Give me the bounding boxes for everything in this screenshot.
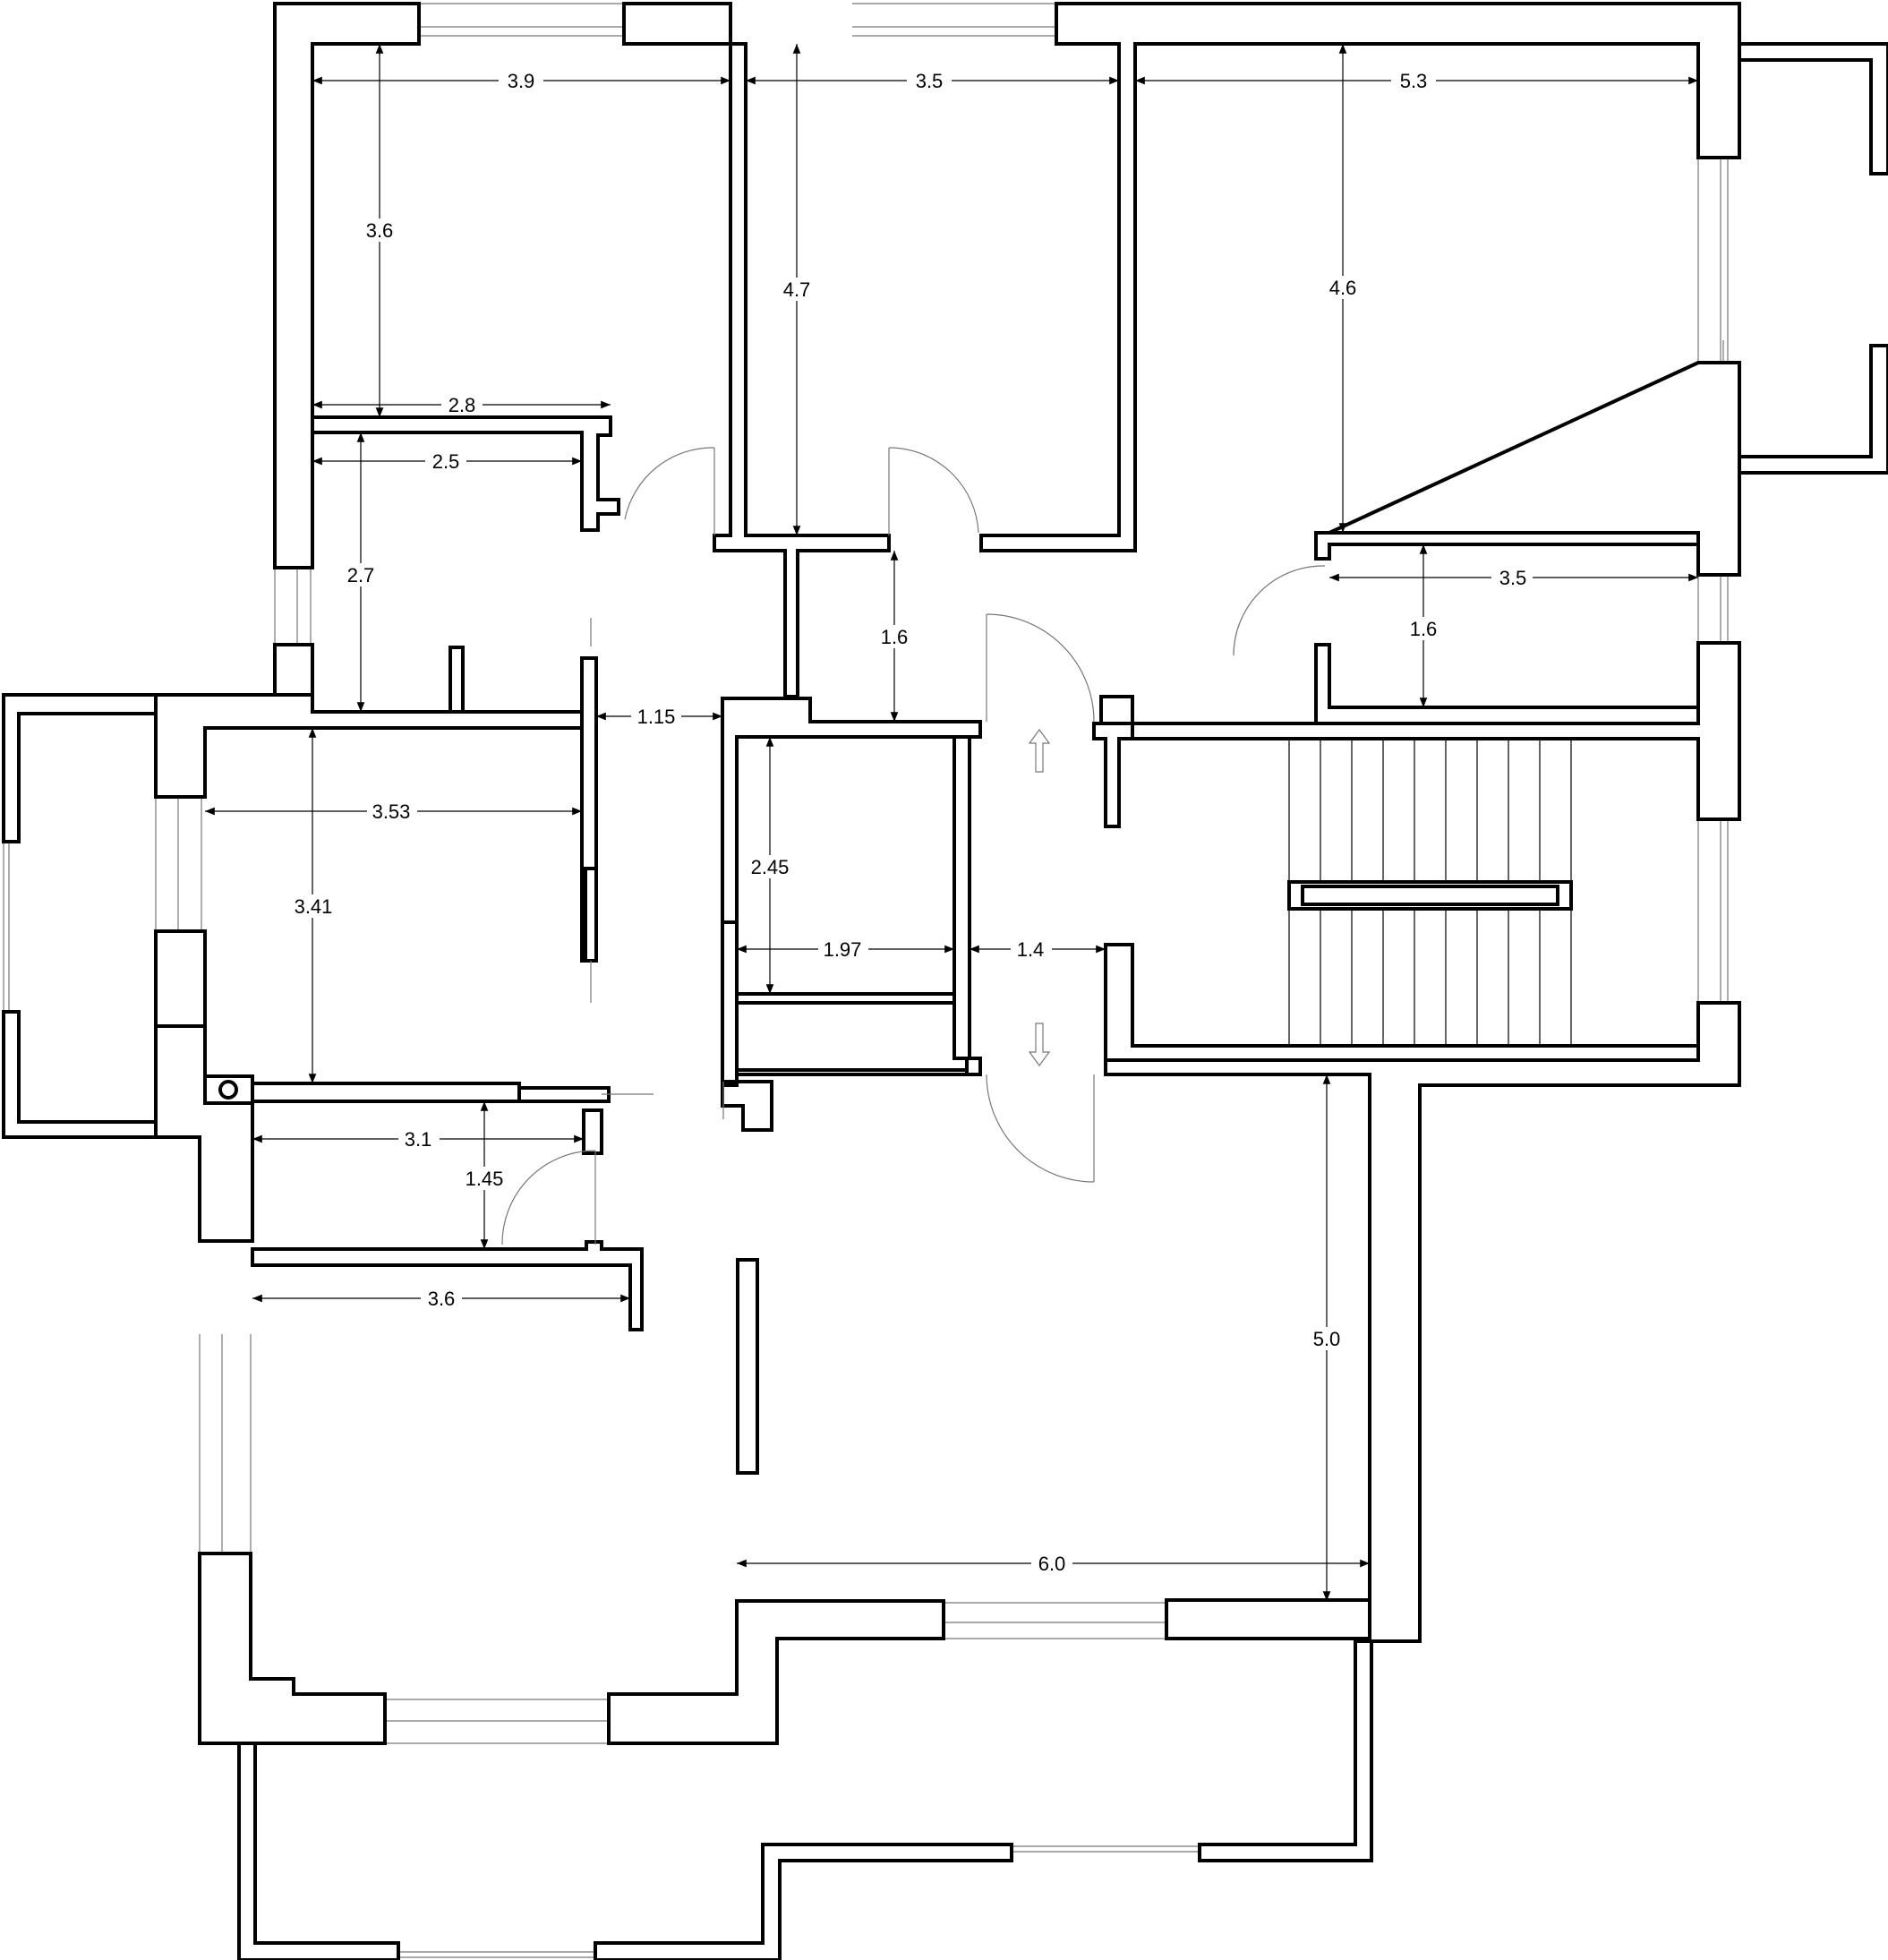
- dim-bath2-width: 3.1: [405, 1128, 432, 1151]
- dim-room3-depth: 4.6: [1329, 277, 1357, 299]
- door-swings: [501, 447, 1326, 1245]
- dim-bath2-depth: 1.45: [466, 1168, 504, 1190]
- dim-living-depth: 5.0: [1313, 1328, 1341, 1350]
- dim-room2-width: 3.5: [916, 70, 944, 92]
- dimension-lines: [205, 43, 1698, 1601]
- dim-closet-inner-width: 2.5: [432, 450, 460, 473]
- dim-room1-width: 3.9: [508, 70, 535, 92]
- dim-closet-outer-width: 2.8: [449, 394, 476, 416]
- dim-living-shelf-width: 3.6: [428, 1288, 456, 1310]
- dim-bath3-width: 3.5: [1499, 567, 1527, 589]
- circle-fixture-icon: [203, 1074, 254, 1105]
- dim-closet-depth: 2.7: [347, 564, 375, 586]
- dim-corridor-width: 1.4: [1017, 938, 1045, 961]
- windows: [3, 3, 1729, 1958]
- dim-room4-depth: 3.41: [295, 895, 333, 918]
- arrow-up-icon: [1028, 728, 1051, 773]
- dim-bath3-depth: 1.6: [1410, 618, 1438, 640]
- dim-hall-width: 1.15: [637, 706, 676, 728]
- dim-room4-width: 3.53: [372, 800, 411, 823]
- dim-bath-width: 1.97: [824, 938, 862, 961]
- dim-room2-depth: 4.7: [783, 278, 811, 301]
- staircase: [1287, 739, 1573, 1046]
- dim-corridor-depth: 1.6: [881, 626, 909, 648]
- dim-room3-width: 5.3: [1400, 70, 1428, 92]
- arrow-down-icon: [1028, 1023, 1051, 1067]
- dimension-labels: 3.9 3.5 5.3 3.6 4.7 4.6 2.8 2.5 2.7 1.6 …: [288, 70, 1533, 1575]
- dim-room1-depth: 3.6: [366, 219, 394, 242]
- dim-bath-depth: 2.45: [751, 856, 790, 878]
- dim-living-width: 6.0: [1038, 1553, 1066, 1575]
